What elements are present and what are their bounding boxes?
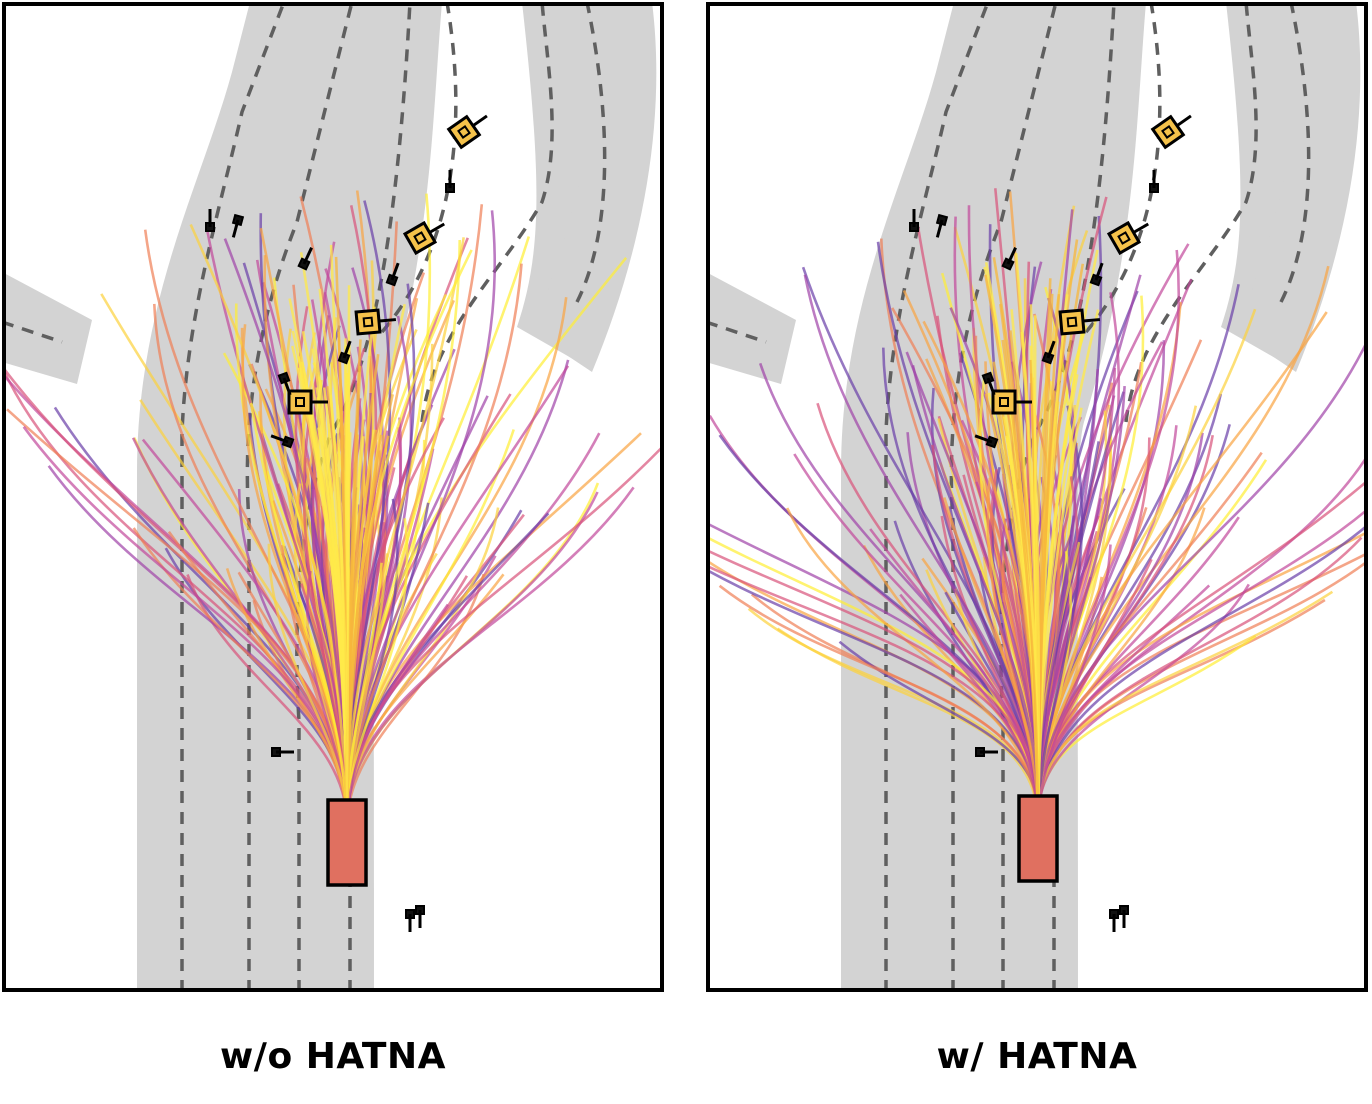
trajectory (793, 453, 1040, 819)
panel-frame (706, 2, 1368, 992)
trajectory (267, 543, 349, 823)
pedestrian-icon (231, 213, 245, 238)
caption-with-hatna: w/ HATNA (936, 1036, 1138, 1077)
pedestrian-icon (1149, 170, 1159, 193)
lane-divider (1279, 2, 1311, 303)
vehicle-icon (1058, 308, 1101, 336)
ego-vehicle-icon (326, 798, 368, 887)
lane-divider (575, 2, 607, 303)
pedestrian-icon (385, 262, 400, 287)
trajectory-fan (2, 190, 662, 823)
trajectory (1036, 336, 1368, 819)
pedestrian-icon (1109, 909, 1119, 932)
road-segment (2, 272, 92, 384)
lane-divider (180, 2, 286, 992)
pedestrian-icon (974, 434, 999, 449)
pedestrian-icon (935, 213, 949, 238)
lane-divider (706, 320, 767, 344)
vehicle-icon (402, 220, 445, 256)
pedestrian-icon (277, 371, 292, 396)
lane-divider (1084, 2, 1162, 334)
agents (909, 114, 1192, 932)
panel-with-hatna (706, 2, 1368, 992)
pedestrian-icon (337, 340, 352, 365)
agents (205, 114, 488, 932)
pedestrian-icon (205, 209, 215, 232)
vehicle-icon (1150, 114, 1192, 150)
vehicle-icon (991, 389, 1032, 415)
trajectory (986, 477, 1040, 819)
trajectory (1036, 544, 1112, 819)
trajectory (1036, 590, 1334, 819)
pedestrian-icon (270, 434, 295, 449)
pedestrian-icon (909, 209, 919, 232)
lane-divider (1124, 2, 1258, 423)
trajectory (911, 365, 1040, 819)
pedestrian-icon (445, 170, 455, 193)
ego-vehicle-icon (1017, 794, 1059, 883)
trajectory (718, 584, 1040, 819)
trajectory (776, 627, 1040, 819)
vehicle-icon (354, 308, 397, 336)
caption-without-hatna: w/o HATNA (220, 1036, 446, 1077)
pedestrian-icon (1001, 247, 1017, 271)
vehicle-icon (446, 114, 488, 150)
trajectory (345, 518, 409, 823)
pedestrian-icon (1089, 262, 1104, 287)
trajectory (345, 573, 485, 823)
trajectory-fan (706, 188, 1368, 819)
pedestrian-icon (415, 905, 425, 928)
trajectory (803, 274, 1040, 819)
vehicle-icon (1106, 220, 1149, 256)
road-segment (1236, 2, 1361, 372)
trajectory (345, 343, 351, 823)
pedestrian-icon (975, 747, 998, 757)
pedestrian-icon (1041, 340, 1056, 365)
trajectory (345, 491, 599, 823)
lane-divider (2, 320, 63, 344)
trajectory (899, 593, 1040, 819)
road-segment (706, 272, 796, 384)
trajectory (984, 274, 1040, 819)
vehicle-icon (287, 389, 328, 415)
trajectory (345, 263, 523, 823)
pedestrian-icon (297, 247, 313, 271)
road-segment (532, 2, 657, 372)
panel-without-hatna (2, 2, 664, 992)
lane-divider (420, 2, 554, 423)
trajectory (345, 237, 465, 823)
pedestrian-icon (981, 371, 996, 396)
panel-frame (2, 2, 664, 992)
trajectory (1036, 405, 1084, 819)
pedestrian-icon (405, 909, 415, 932)
trajectory (189, 223, 349, 823)
pedestrian-icon (271, 747, 294, 757)
lane-divider (380, 2, 458, 334)
trajectory (249, 402, 349, 823)
trajectory (345, 603, 449, 823)
pedestrian-icon (1119, 905, 1129, 928)
